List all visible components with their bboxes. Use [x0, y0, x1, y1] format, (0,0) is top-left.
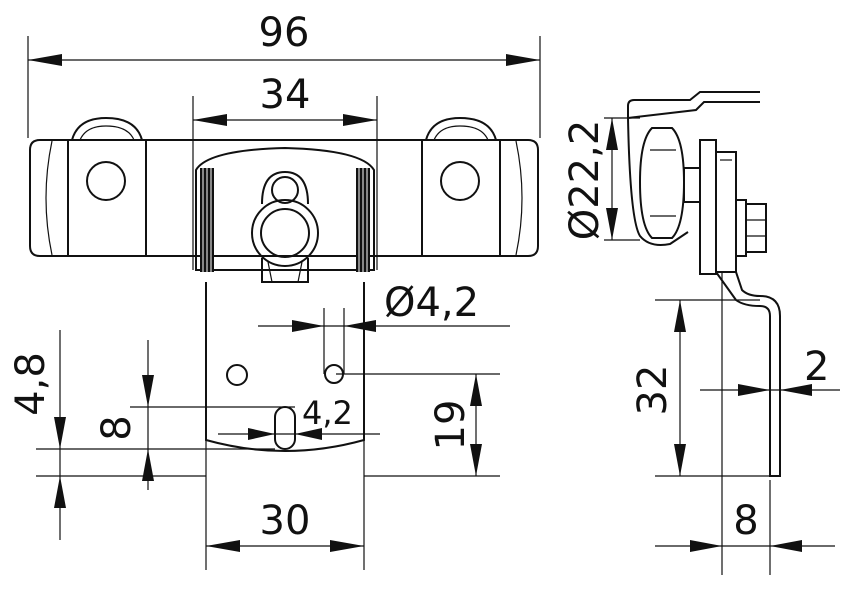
dim-side-offset: 8: [733, 498, 758, 544]
dim-slot-width: 4,2: [302, 394, 353, 432]
dim-plate-width: 30: [260, 498, 311, 544]
dim-slot-length: 8: [94, 415, 140, 440]
dim-top-width: 34: [260, 72, 311, 118]
dim-hole-height: 19: [428, 400, 474, 451]
dim-thickness: 2: [804, 344, 829, 390]
mounting-plate: Ø4,2 4,2 19 30 8 4,8: [8, 280, 510, 570]
dim-bracket-height: 32: [630, 365, 676, 416]
dim-overall-width: 96: [259, 10, 310, 56]
side-view: Ø22,2 32 2: [562, 91, 840, 575]
dim-edge-offset: 4,8: [8, 352, 54, 416]
dim-roller-diameter: Ø22,2: [562, 120, 608, 241]
dim-hole-diameter: Ø4,2: [384, 280, 479, 326]
front-view: 96 34: [27, 10, 541, 283]
